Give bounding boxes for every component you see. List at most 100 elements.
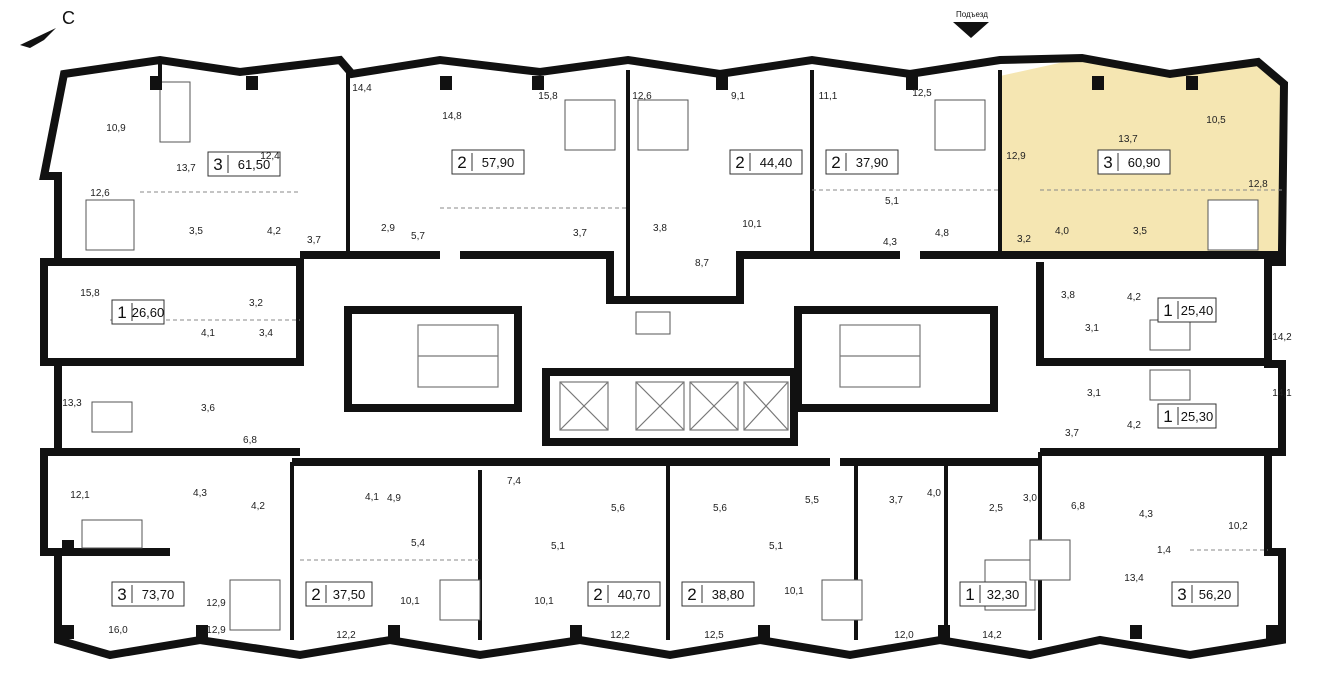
apartment-room-count: 1 [965,585,974,604]
elevator-shafts [542,368,798,446]
room-area-label: 4,3 [193,488,207,499]
room-area-label: 12,2 [336,630,356,641]
apartment-room-count: 3 [1177,585,1186,604]
room-area-label: 3,1 [1085,323,1099,334]
room-area-label: 12,9 [206,625,226,636]
room-area-label: 3,0 [1023,493,1037,504]
apartment-badge-box [1171,581,1239,607]
room-area-label: 13,3 [62,398,82,409]
room-area-label: 4,1 [365,492,379,503]
room-area-label: 6,8 [243,435,257,446]
apartment-badge-box [111,299,165,325]
room-area-label: 14,1 [1272,388,1292,399]
apartment-room-count: 2 [457,153,466,172]
apartment-badge-box [1157,297,1217,323]
room-area-label: 14,8 [442,111,462,122]
room-area-label: 5,1 [885,196,899,207]
apartment-total-area: 25,40 [1181,303,1214,318]
room-area-label: 4,2 [251,501,265,512]
room-area-label: 2,9 [381,223,395,234]
room-area-label: 5,7 [411,231,425,242]
room-area-label: 5,4 [411,538,425,549]
room-area-label: 3,7 [307,235,321,246]
room-area-label: 3,7 [889,495,903,506]
entrance-label: Подъезд [956,10,988,19]
apartment-total-area: 56,20 [1199,587,1232,602]
apartment-badge-box [681,581,755,607]
apartment-room-count: 1 [1163,407,1172,426]
room-area-label: 4,2 [1127,420,1141,431]
room-area-label: 4,2 [1127,292,1141,303]
apartment-room-count: 3 [1103,153,1112,172]
room-area-label: 4,2 [267,226,281,237]
room-area-label: 8,7 [695,258,709,269]
room-area-label: 3,5 [1133,226,1147,237]
room-area-label: 15,8 [538,91,558,102]
apartment-total-area: 37,50 [333,587,366,602]
room-area-label: 3,8 [653,223,667,234]
room-area-label: 5,6 [713,503,727,514]
room-area-label: 4,0 [927,488,941,499]
room-area-label: 12,9 [1006,151,1026,162]
room-area-label: 13,7 [1118,134,1138,145]
room-area-label: 12,4 [260,151,280,162]
room-area-label: 5,1 [551,541,565,552]
room-area-label: 12,1 [70,490,90,501]
apartment-badge-box [1097,149,1171,175]
room-area-label: 14,4 [352,83,372,94]
apartment-room-count: 2 [311,585,320,604]
room-area-label: 3,2 [249,298,263,309]
room-area-label: 12,6 [90,188,110,199]
apartment-room-count: 3 [117,585,126,604]
compass-label: С [62,8,75,28]
compass: С [20,8,75,48]
room-area-label: 14,2 [1272,332,1292,343]
room-area-label: 3,6 [201,403,215,414]
room-area-label: 15,8 [80,288,100,299]
room-area-label: 12,5 [912,88,932,99]
room-area-label: 12,5 [704,630,724,641]
columns [62,76,1278,639]
room-area-label: 3,7 [573,228,587,239]
apartment-total-area: 38,80 [712,587,745,602]
room-area-label: 13,7 [176,163,196,174]
outer-wall [39,53,1289,660]
room-area-label: 12,6 [632,91,652,102]
room-area-label: 4,8 [935,228,949,239]
room-area-label: 7,4 [507,476,521,487]
room-area-label: 6,8 [1071,501,1085,512]
apartment-room-count: 1 [1163,301,1172,320]
room-area-label: 11,1 [819,91,838,102]
apartment-room-count: 3 [213,155,222,174]
room-area-label: 3,8 [1061,290,1075,301]
room-area-label: 12,0 [894,630,914,641]
room-area-label: 3,5 [189,226,203,237]
room-area-label: 14,2 [982,630,1002,641]
apartment-total-area: 32,30 [987,587,1020,602]
apartment-badge-box [207,151,281,177]
room-area-label: 10,1 [400,596,420,607]
apartment-room-count: 2 [593,585,602,604]
room-area-label: 16,0 [108,625,128,636]
stairwell-left [344,306,522,412]
room-area-label: 2,5 [989,503,1003,514]
apartment-total-area: 25,30 [1181,409,1214,424]
apartment-total-area: 60,90 [1128,155,1161,170]
room-area-label: 3,4 [259,328,273,339]
